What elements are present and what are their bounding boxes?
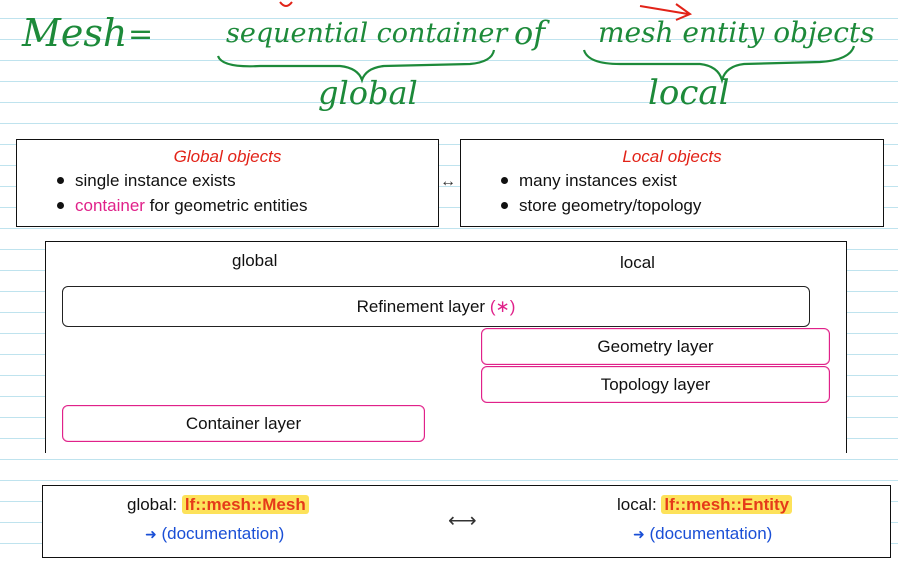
handwritten-of: of xyxy=(514,14,550,52)
local-doc-link[interactable]: ➜ (documentation) xyxy=(633,524,772,544)
mesh-class-name: lf::mesh::Mesh xyxy=(181,495,309,514)
list-item: container for geometric entities xyxy=(53,193,438,218)
refinement-layer-label: Refinement layer xyxy=(356,297,486,316)
documentation-link[interactable]: (documentation) xyxy=(649,524,773,543)
local-code-ref: local: lf::mesh::Entity xyxy=(617,495,793,515)
list-item: many instances exist xyxy=(497,168,883,193)
handwritten-global: global xyxy=(318,74,418,112)
list-item: single instance exists xyxy=(53,168,438,193)
handwritten-sequential-container: sequential container xyxy=(226,18,509,49)
container-layer: Container layer xyxy=(62,405,425,442)
global-local-arrow: ↔ xyxy=(440,173,456,190)
global-local-double-arrow: ⟷ xyxy=(448,510,477,532)
brace-sequential-container xyxy=(216,49,496,84)
layers-global-label: global xyxy=(232,251,278,270)
refinement-layer: Refinement layer (∗) xyxy=(62,286,810,327)
global-objects-list: single instance exists container for geo… xyxy=(53,168,438,218)
global-objects-box: Global objects single instance exists co… xyxy=(16,139,439,227)
global-doc-link[interactable]: ➜ (documentation) xyxy=(145,524,284,544)
red-mark-left xyxy=(279,1,293,7)
red-arrow-right xyxy=(639,3,693,21)
handwritten-mesh-entity-objects: mesh entity objects xyxy=(598,16,875,49)
global-prefix: global: xyxy=(127,495,182,514)
layers-local-label: local xyxy=(620,253,655,272)
entity-class-name: lf::mesh::Entity xyxy=(661,495,793,514)
documentation-link[interactable]: (documentation) xyxy=(161,524,285,543)
container-highlight: container xyxy=(75,196,145,215)
list-item: store geometry/topology xyxy=(497,193,883,218)
handwritten-equals: = xyxy=(128,17,153,52)
global-objects-title: Global objects xyxy=(173,147,282,166)
local-objects-list: many instances exist store geometry/topo… xyxy=(497,168,883,218)
list-item-text: single instance exists xyxy=(75,171,236,190)
list-item-text: for geometric entities xyxy=(144,196,308,215)
handwritten-local: local xyxy=(648,73,730,113)
topology-layer-label: Topology layer xyxy=(600,375,711,394)
list-item-text: store geometry/topology xyxy=(519,196,702,215)
geometry-layer: Geometry layer xyxy=(481,328,830,365)
doc-arrow-icon: ➜ xyxy=(633,526,645,542)
local-prefix: local: xyxy=(617,495,662,514)
doc-arrow-icon: ➜ xyxy=(145,526,157,542)
brace-mesh-entity-objects xyxy=(582,45,856,84)
container-layer-label: Container layer xyxy=(185,414,302,433)
refinement-layer-mark: (∗) xyxy=(489,297,516,316)
code-reference-box: global: lf::mesh::Mesh ➜ (documentation)… xyxy=(42,485,891,558)
handwritten-mesh: Mesh xyxy=(21,11,127,55)
local-objects-box: Local objects many instances exist store… xyxy=(460,139,884,227)
geometry-layer-label: Geometry layer xyxy=(597,337,714,356)
local-objects-title: Local objects xyxy=(622,147,722,166)
global-code-ref: global: lf::mesh::Mesh xyxy=(127,495,309,515)
topology-layer: Topology layer xyxy=(481,366,830,403)
list-item-text: many instances exist xyxy=(519,171,677,190)
